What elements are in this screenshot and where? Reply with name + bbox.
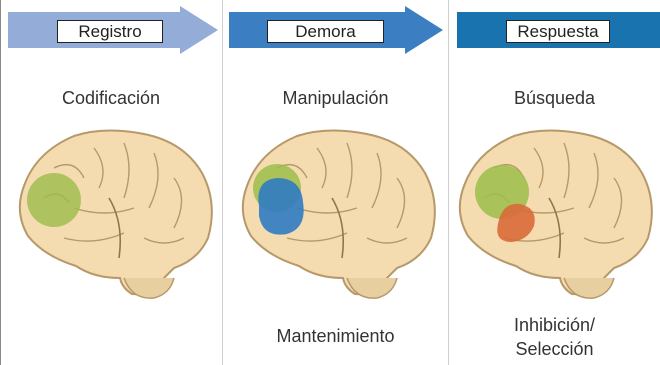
region-orange-respuesta [497,203,535,242]
panel-divider-2 [448,0,449,365]
caption-manipulacion: Manipulación [282,88,389,108]
brain-illustration-respuesta [458,129,653,299]
caption-seleccion: Selección [515,339,594,359]
caption-codificacion: Codificación [61,88,161,108]
stage-panel-demora: Demora Manipulación Mantenimiento [223,0,448,365]
stage-panel-registro: Registro Codificación [0,0,222,365]
region-blue-demora [258,178,304,235]
stage-label-demora: Demora [267,20,384,43]
caption-inhibicion-seleccion: Inhibición/ Selección [449,313,660,361]
stage-label-registro: Registro [57,20,163,43]
brain-illustration-registro [18,129,213,299]
caption-inhibicion: Inhibición/ [513,315,596,335]
caption-busqueda: Búsqueda [513,88,596,108]
stage-label-respuesta: Respuesta [506,20,610,43]
stage-panel-respuesta: Respuesta Búsqueda Inhibición/ Selección [449,0,660,365]
region-green-registro [27,173,81,227]
frame-left-edge [0,0,1,365]
caption-mantenimiento: Mantenimiento [276,326,395,346]
panel-divider-1 [222,0,223,365]
brain-illustration-demora [241,129,436,299]
